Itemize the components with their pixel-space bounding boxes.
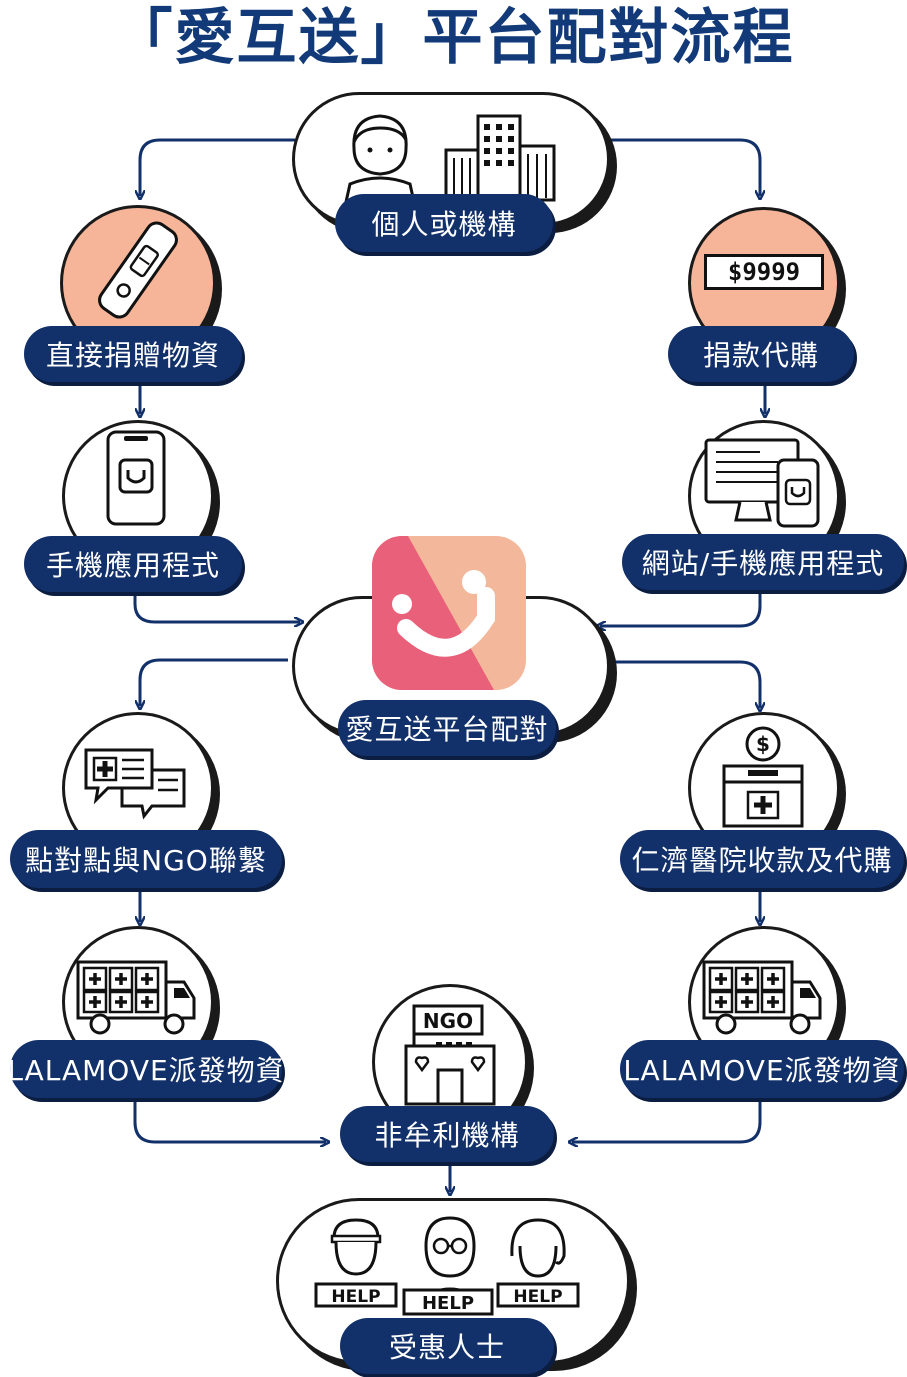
arrow-source-to-direct (140, 138, 295, 196)
node-mobile-app: 手機應用程式 (24, 536, 242, 592)
price-tag-icon: $9999 (704, 254, 824, 290)
arrow-web-to-platform (600, 590, 762, 626)
delivery-truck-icon (76, 960, 196, 1035)
svg-text:$: $ (756, 732, 770, 756)
node-platform-match: 愛互送平台配對 (338, 700, 556, 756)
app-logo-icon (372, 536, 526, 690)
node-source: 個人或機構 (335, 194, 553, 252)
building-icon (444, 114, 556, 202)
svg-text:HELP: HELP (513, 1287, 562, 1307)
ngo-building-icon: NGO (404, 1004, 496, 1106)
svg-text:HELP: HELP (331, 1287, 380, 1307)
person-icon (344, 114, 416, 202)
node-lalamove-right: LALAMOVE派發物資 (620, 1040, 904, 1098)
phone-app-icon (106, 430, 166, 526)
delivery-truck-icon (702, 960, 822, 1035)
arrow-platform-to-p2p (140, 658, 288, 706)
arrow-lalamove-left-to-ngo (133, 1100, 326, 1142)
arrow-lalamove-right-to-ngo (572, 1100, 762, 1142)
desktop-phone-icon (704, 438, 820, 528)
node-ngo: 非牟利機構 (340, 1106, 554, 1162)
page-title: 「愛互送」平台配對流程 (112, 3, 795, 73)
arrow-source-to-purchase (608, 138, 760, 196)
node-donate-purchase: 捐款代購 (668, 326, 854, 382)
help-sign-icon: HELP (314, 1282, 398, 1308)
node-lalamove-left: LALAMOVE派發物資 (7, 1040, 284, 1098)
node-hospital: 仁濟醫院收款及代購 (620, 830, 904, 888)
svg-text:NGO: NGO (423, 1009, 473, 1033)
donation-box-icon: $ (722, 726, 804, 828)
test-kit-icon (98, 221, 178, 319)
node-beneficiaries: 受惠人士 (340, 1318, 554, 1374)
help-sign-icon: HELP (496, 1282, 580, 1308)
svg-text:HELP: HELP (422, 1293, 474, 1314)
node-web-mobile-app: 網站/手機應用程式 (622, 534, 904, 590)
help-sign-icon: HELP (402, 1288, 494, 1316)
medical-chat-icon (84, 748, 186, 820)
node-p2p-ngo: 點對點與NGO聯繫 (10, 830, 282, 888)
arrow-app-to-platform (133, 592, 300, 622)
arrow-platform-to-hospital (608, 660, 760, 708)
node-direct-donation: 直接捐贈物資 (24, 326, 242, 382)
